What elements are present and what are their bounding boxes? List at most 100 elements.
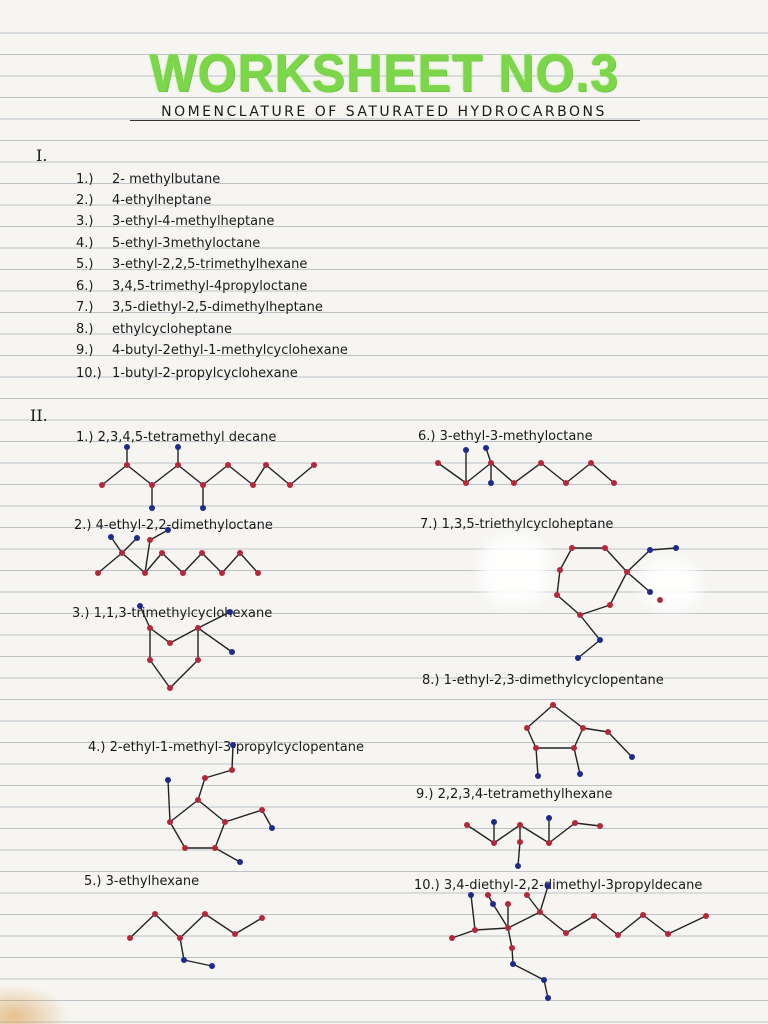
atom-dot xyxy=(505,901,511,907)
item-number: 8.) xyxy=(76,322,94,337)
atom-dot xyxy=(577,771,583,777)
atom-dot xyxy=(575,655,581,661)
atom-dot xyxy=(182,845,188,851)
atom-dot xyxy=(167,685,173,691)
atom-dot xyxy=(485,892,491,898)
part-two-label-2: 2.) 4-ethyl-2,2-dimethyloctane xyxy=(74,518,273,533)
item-number: 9.) xyxy=(416,787,434,802)
bond-line xyxy=(179,913,206,939)
item-number: 1.) xyxy=(76,172,94,187)
atom-dot xyxy=(229,649,235,655)
item-number: 6.) xyxy=(418,429,436,444)
bond-line xyxy=(517,841,521,867)
bond-line xyxy=(548,822,576,844)
part-one-item: 9.)4-butyl-2ethyl-1-methylcyclohexane xyxy=(76,343,348,358)
atom-dot xyxy=(591,913,597,919)
bond-line xyxy=(214,821,226,849)
bond-line xyxy=(97,552,123,574)
atom-dot xyxy=(657,597,663,603)
atom-dot xyxy=(108,534,114,540)
atom-dot xyxy=(152,911,158,917)
bond-line xyxy=(151,464,179,486)
atom-dot xyxy=(611,480,617,486)
atom-dot xyxy=(535,773,541,779)
part-one-item: 2.)4-ethylheptane xyxy=(76,193,211,208)
structure-4 xyxy=(165,742,275,865)
atom-dot xyxy=(509,945,515,951)
item-number: 10.) xyxy=(414,878,440,893)
item-answer: 4-butyl-2ethyl-1-methylcyclohexane xyxy=(112,343,348,358)
item-prompt: 3-ethyl-3-methyloctane xyxy=(439,429,593,444)
part-one-item: 7.)3,5-diethyl-2,5-dimethylheptane xyxy=(76,300,323,315)
bond-line xyxy=(121,552,146,574)
bond-line xyxy=(526,727,537,749)
bond-line xyxy=(231,744,234,771)
structure-2 xyxy=(95,527,261,576)
atom-dot xyxy=(175,444,181,450)
bond-line xyxy=(626,549,651,573)
part-one-item: 4.)5-ethyl-3methyloctane xyxy=(76,236,260,251)
atom-dot xyxy=(195,657,201,663)
bond-line xyxy=(466,824,495,844)
bond-line xyxy=(183,959,213,967)
bond-line xyxy=(577,639,601,659)
bond-line xyxy=(224,809,263,823)
item-number: 7.) xyxy=(420,517,438,532)
atom-dot xyxy=(550,702,556,708)
part-two-label-10: 10.) 3,4-diethyl-2,2-dimethyl-3propyldec… xyxy=(414,878,702,893)
bond-line xyxy=(552,704,584,729)
part-two-label-3: 3.) 1,1,3-trimethylcyclohexane xyxy=(72,606,272,621)
structure-6 xyxy=(435,445,617,486)
bond-line xyxy=(512,963,545,981)
atom-dot xyxy=(124,462,130,468)
bond-line xyxy=(604,547,628,573)
atom-dot xyxy=(605,729,611,735)
atom-dot xyxy=(209,963,215,969)
atom-dot xyxy=(545,995,551,1001)
atom-dot xyxy=(147,537,153,543)
bond-line xyxy=(556,594,581,616)
item-prompt: 3,4-diethyl-2,2-dimethyl-3propyldecane xyxy=(443,878,703,893)
atom-dot xyxy=(472,927,478,933)
part-one-label: I. xyxy=(36,146,48,165)
bond-line xyxy=(451,929,476,939)
structure-1 xyxy=(99,444,317,511)
atom-dot xyxy=(557,567,563,573)
bond-line xyxy=(607,731,633,758)
atom-dot xyxy=(563,480,569,486)
bond-line xyxy=(144,552,163,574)
atom-dot xyxy=(533,745,539,751)
item-answer: 4-ethylheptane xyxy=(112,193,212,208)
bond-line xyxy=(129,913,156,939)
atom-dot xyxy=(95,570,101,576)
bond-line xyxy=(149,529,169,541)
item-number: 8.) xyxy=(422,673,440,688)
bond-line xyxy=(197,627,233,653)
part-one-item: 5.)3-ethyl-2,2,5-trimethylhexane xyxy=(76,257,307,272)
bond-line xyxy=(221,552,241,574)
atom-dot xyxy=(159,550,165,556)
atom-dot xyxy=(517,839,523,845)
bond-line xyxy=(565,915,595,934)
bond-line xyxy=(579,614,601,641)
atom-dot xyxy=(237,859,243,865)
atom-dot xyxy=(202,911,208,917)
atom-dot xyxy=(629,754,635,760)
atom-dot xyxy=(545,883,551,889)
item-answer: 2- methylbutane xyxy=(112,172,221,187)
atom-dot xyxy=(491,819,497,825)
part-two-label-8: 8.) 1-ethyl-2,3-dimethylcyclopentane xyxy=(422,673,664,688)
bond-line xyxy=(609,571,628,606)
atom-dot xyxy=(602,545,608,551)
item-number: 3.) xyxy=(76,214,94,229)
bond-line xyxy=(101,464,128,486)
part-two-label: II. xyxy=(30,406,48,425)
worksheet-title: WORKSHEET NO.3 xyxy=(149,43,619,103)
part-two-label-9: 9.) 2,2,3,4-tetramethylhexane xyxy=(416,787,613,802)
paper-stain xyxy=(0,984,70,1024)
bond-line xyxy=(214,847,241,863)
atom-dot xyxy=(195,625,201,631)
atom-dot xyxy=(287,482,293,488)
bond-line xyxy=(582,727,609,733)
bond-line xyxy=(265,464,291,486)
